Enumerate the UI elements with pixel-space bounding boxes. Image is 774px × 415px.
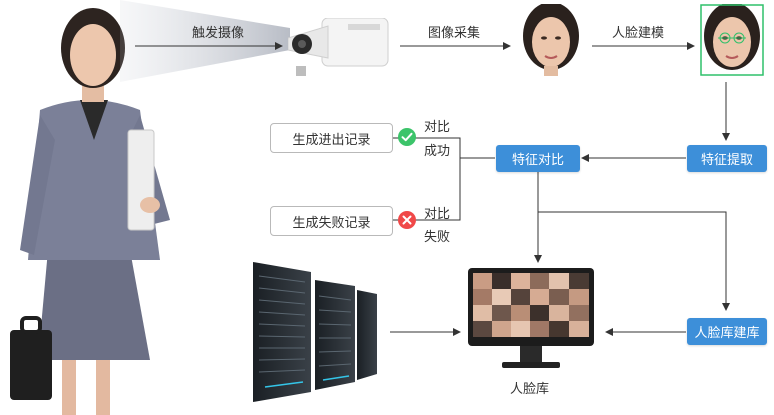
label-image-capture: 图像采集 [428,26,481,41]
box-feature-compare-text: 特征对比 [511,153,564,168]
person-figure [10,8,170,415]
box-feature-extract-text: 特征提取 [700,153,753,168]
camera-icon [288,18,389,76]
label-compare-fail-2: 失败 [424,230,451,245]
box-face-db-build-text: 人脸库建库 [694,326,760,341]
box-record-in-out-text: 生成进出记录 [292,132,371,148]
box-feature-extract: 特征提取 [687,145,767,172]
face-model-photo [700,4,764,76]
arrow-compare-to-face-db-box [538,211,730,311]
label-face-modeling: 人脸建模 [612,26,665,41]
cross-circle-icon [398,211,416,229]
box-record-fail: 生成失败记录 [270,206,393,236]
box-face-db-build: 人脸库建库 [687,318,767,345]
label-compare-fail-1: 对比 [424,207,451,222]
box-feature-compare: 特征对比 [496,145,580,172]
box-record-fail-text: 生成失败记录 [292,215,371,231]
connector-fail-branch [421,158,461,221]
label-face-database: 人脸库 [510,382,550,397]
label-compare-success-2: 成功 [424,144,451,159]
server-rack-icon [253,262,377,402]
label-compare-success-1: 对比 [424,120,451,135]
box-record-in-out: 生成进出记录 [270,123,393,153]
connector-compare-branch [421,137,495,159]
face-photo [520,4,582,76]
check-circle-icon [398,128,416,146]
label-trigger-camera: 触发摄像 [192,26,245,41]
monitor-face-database [468,268,594,368]
